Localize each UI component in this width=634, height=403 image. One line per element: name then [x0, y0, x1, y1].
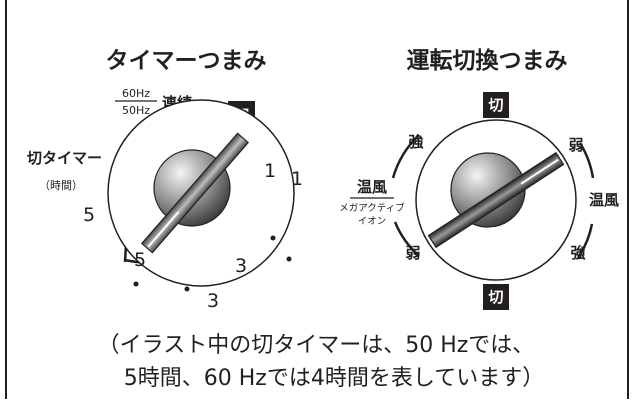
- mode-upper-left-arc: [391, 134, 420, 179]
- mode-mega-ion-line2: イオン: [358, 216, 387, 227]
- mode-strong-lower-right: 強: [570, 244, 585, 262]
- mode-warm-air-left: 温風: [357, 178, 387, 196]
- timer-tick-dot: [286, 256, 292, 262]
- timer-mark-3-inner: 3: [235, 255, 247, 277]
- timer-tick-dot: [133, 281, 139, 287]
- timer-knob-title: タイマーつまみ: [106, 48, 267, 74]
- mode-off-bottom-label: 切: [488, 288, 503, 306]
- mode-knob-title: 運転切換つまみ: [407, 48, 568, 74]
- freq-60hz-label: 60Hz: [122, 87, 150, 100]
- timer-mark-3-outer: 3: [207, 290, 219, 312]
- freq-50hz-label: 50Hz: [122, 104, 150, 117]
- mode-weak-lower-left: 弱: [405, 244, 420, 262]
- timer-tick-dot: [184, 286, 190, 292]
- mode-upper-right-arc: [578, 142, 595, 179]
- timer-mark-5-inner: 5: [134, 249, 146, 271]
- mode-off-top-label: 切: [488, 96, 503, 114]
- timer-knob-pointer: [140, 132, 250, 254]
- timer-tick-dot: [270, 235, 276, 241]
- timer-mark-1-outer: 1: [291, 168, 303, 190]
- mode-off-top-badge: [483, 92, 509, 118]
- off-timer-label: 切タイマー: [27, 149, 102, 167]
- mode-strong-upper-left: 強: [408, 133, 423, 151]
- hours-unit-label: （時間）: [39, 179, 83, 192]
- caption-line2: 5時間、60 Hzでは4時間を表しています）: [124, 366, 544, 391]
- mode-warm-air-right: 温風: [589, 191, 619, 209]
- mode-knob-pointer: [427, 151, 565, 249]
- timer-mark-5-outer: 5: [83, 204, 95, 226]
- mode-weak-upper-right: 弱: [568, 136, 583, 154]
- mode-lower-left-arc: [393, 221, 420, 257]
- caption-line1: （イラスト中の切タイマーは、50 Hzでは、: [98, 333, 535, 358]
- mode-off-bottom-badge: [483, 284, 509, 310]
- mode-lower-right-arc: [576, 223, 594, 259]
- mode-mega-ion-line1: メガアクティブ: [339, 202, 405, 214]
- timer-mark-1-inner: 1: [264, 160, 276, 182]
